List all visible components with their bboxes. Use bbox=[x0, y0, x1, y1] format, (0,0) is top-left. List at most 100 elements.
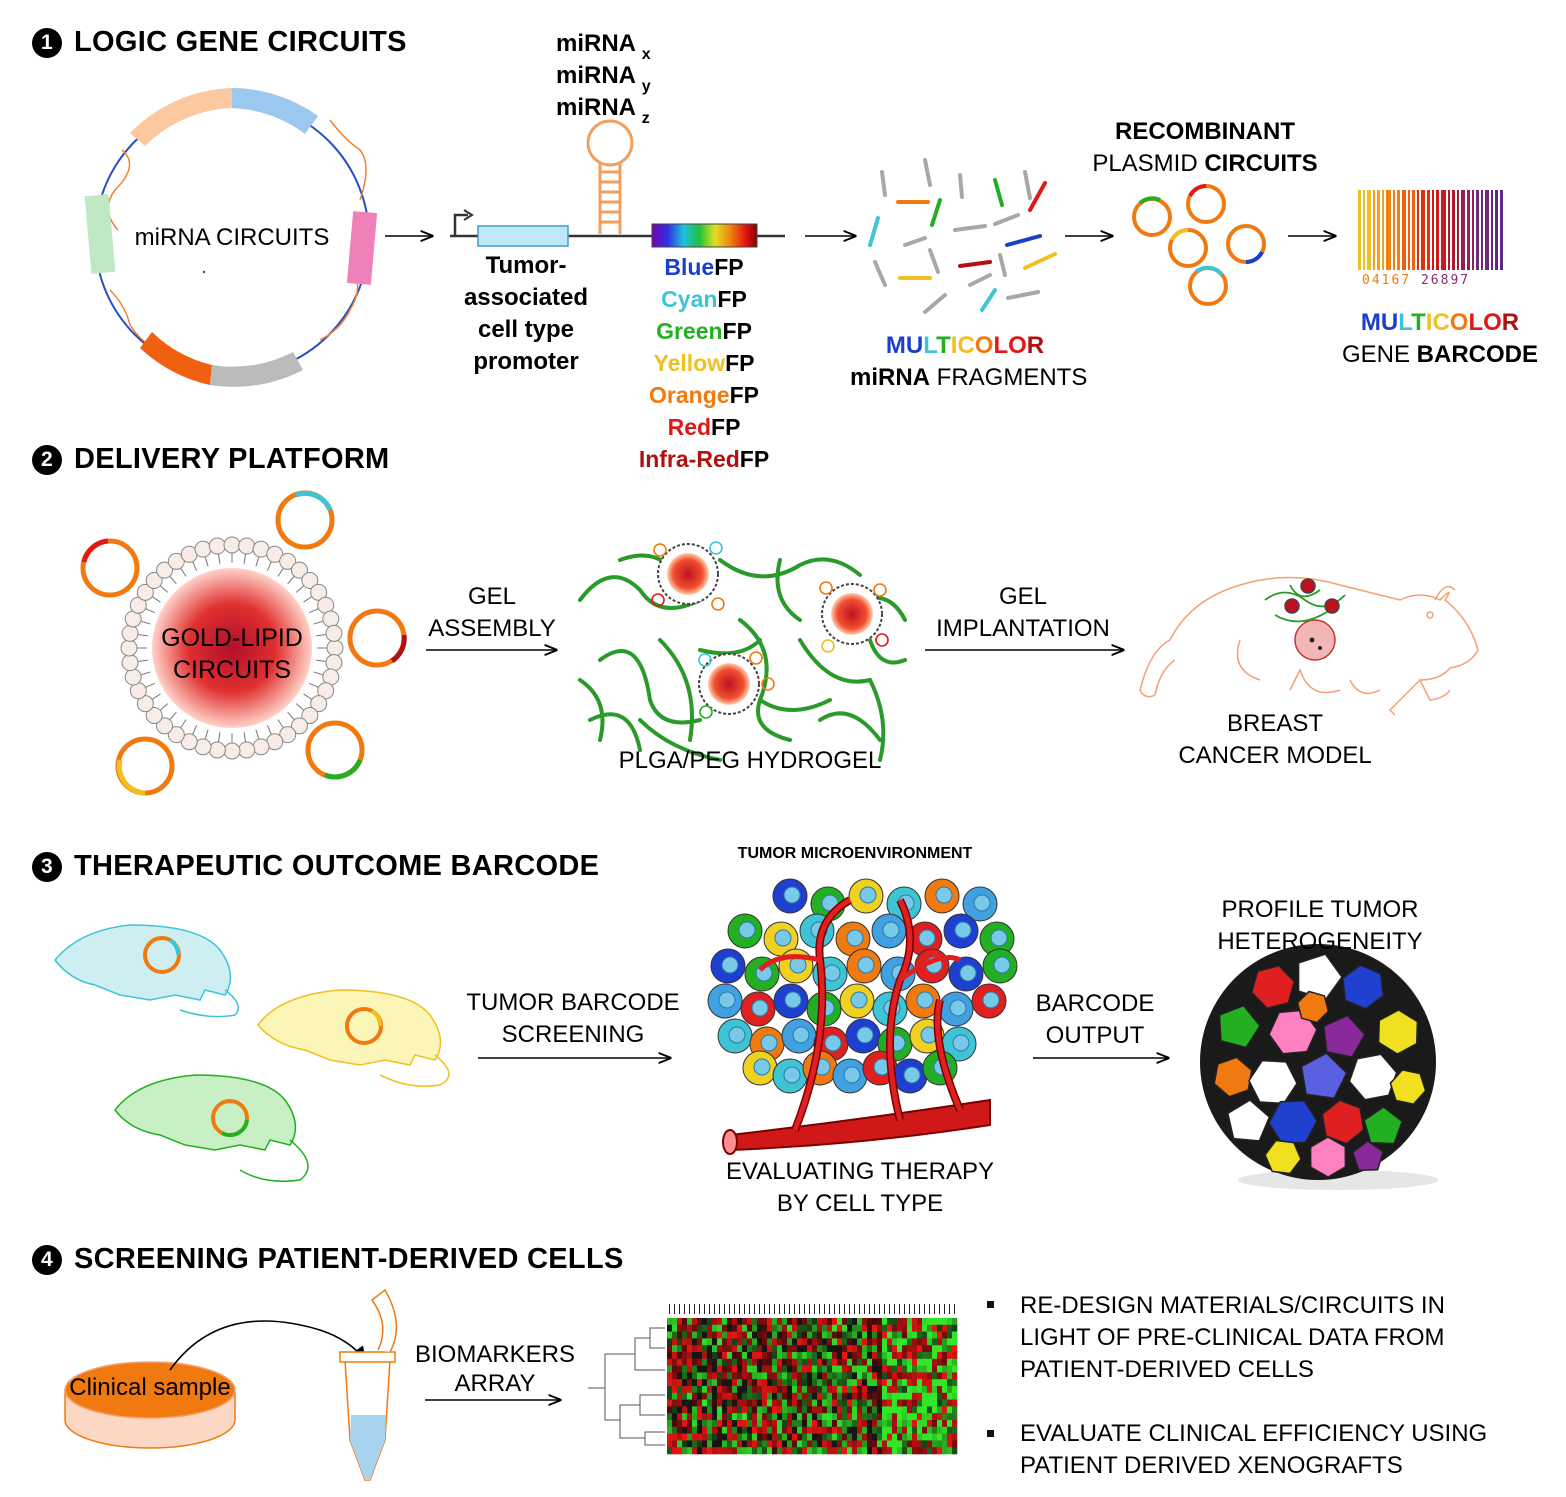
heatmap-cell bbox=[737, 1324, 743, 1332]
heatmap-cell bbox=[847, 1352, 853, 1360]
heatmap-cell bbox=[882, 1379, 888, 1387]
heatmap-cell bbox=[897, 1447, 903, 1455]
cancer-model-label: BREAST CANCER MODEL bbox=[1160, 708, 1390, 772]
heatmap-cell bbox=[857, 1386, 863, 1394]
heatmap-cell bbox=[822, 1420, 828, 1428]
heatmap-cell bbox=[847, 1324, 853, 1332]
heatmap-cell bbox=[707, 1331, 713, 1339]
heatmap-cell bbox=[877, 1365, 883, 1373]
heatmap-cell bbox=[722, 1324, 728, 1332]
heatmap-cell bbox=[732, 1420, 738, 1428]
heatmap-cell bbox=[897, 1420, 903, 1428]
heatmap-cell bbox=[917, 1426, 923, 1434]
heatmap-cell bbox=[882, 1399, 888, 1407]
heatmap-cell bbox=[752, 1372, 758, 1380]
heatmap-cell bbox=[847, 1413, 853, 1421]
bullet-marker-2 bbox=[987, 1430, 994, 1437]
heatmap-cell bbox=[747, 1386, 753, 1394]
heatmap-cell bbox=[697, 1447, 703, 1455]
lipid-head bbox=[223, 742, 241, 760]
heatmap-cell bbox=[687, 1386, 693, 1394]
heatmap-cell bbox=[697, 1365, 703, 1373]
heatmap-cell bbox=[722, 1365, 728, 1373]
heatmap-cell bbox=[832, 1345, 838, 1353]
heatmap-cell bbox=[677, 1433, 683, 1441]
heatmap-cell bbox=[772, 1386, 778, 1394]
multicolor-letter: I bbox=[950, 332, 958, 359]
heatmap-cell bbox=[707, 1433, 713, 1441]
heatmap-cell bbox=[687, 1338, 693, 1346]
barcode-digits-left: 04167 bbox=[1362, 273, 1412, 288]
heatmap-cell bbox=[907, 1331, 913, 1339]
heatmap-cell bbox=[872, 1345, 878, 1353]
barcode-bar bbox=[1421, 190, 1425, 270]
heatmap-cell bbox=[677, 1318, 683, 1326]
heatmap-cell bbox=[937, 1365, 943, 1373]
cell-nucleus bbox=[718, 991, 736, 1009]
heatmap-cell bbox=[792, 1358, 798, 1366]
heatmap-cell bbox=[802, 1406, 808, 1414]
heatmap-cell bbox=[862, 1433, 868, 1441]
heatmap-cell bbox=[697, 1399, 703, 1407]
heatmap-cell bbox=[797, 1386, 803, 1394]
heatmap-cell bbox=[722, 1358, 728, 1366]
heatmap-cell bbox=[837, 1318, 843, 1326]
heatmap-cell bbox=[842, 1352, 848, 1360]
heatmap-cell bbox=[922, 1338, 928, 1346]
heatmap-cell bbox=[752, 1440, 758, 1448]
barcode-bar bbox=[1436, 190, 1439, 270]
heatmap-cell bbox=[832, 1358, 838, 1366]
heatmap-cell bbox=[907, 1345, 913, 1353]
heatmap-cell bbox=[822, 1406, 828, 1414]
heatmap-cell bbox=[892, 1413, 898, 1421]
heatmap-cell bbox=[797, 1420, 803, 1428]
profile-line-2: HETEROGENEITY bbox=[1217, 928, 1423, 955]
heatmap-cell bbox=[742, 1324, 748, 1332]
heatmap-cell bbox=[842, 1324, 848, 1332]
heatmap-cell bbox=[912, 1345, 918, 1353]
heatmap-cell bbox=[667, 1399, 673, 1407]
heatmap-cell bbox=[717, 1426, 723, 1434]
heatmap-cell bbox=[927, 1331, 933, 1339]
heatmap-cell bbox=[747, 1379, 753, 1387]
heatmap-cell bbox=[727, 1365, 733, 1373]
heatmap-cell bbox=[752, 1426, 758, 1434]
evaluating-line-1: EVALUATING THERAPY bbox=[725, 1158, 995, 1185]
heatmap-cell bbox=[937, 1433, 943, 1441]
heatmap-cell bbox=[802, 1345, 808, 1353]
heatmap-cell bbox=[817, 1392, 823, 1400]
heatmap-cell bbox=[727, 1440, 733, 1448]
heatmap-cell bbox=[812, 1447, 818, 1455]
heatmap-cell bbox=[862, 1426, 868, 1434]
heatmap-cell bbox=[762, 1379, 768, 1387]
heatmap-cell bbox=[867, 1372, 873, 1380]
heatmap-cell bbox=[692, 1433, 698, 1441]
heatmap-cell bbox=[817, 1358, 823, 1366]
barcode-bar bbox=[1495, 190, 1498, 270]
heatmap-cell bbox=[892, 1399, 898, 1407]
cell-nucleus bbox=[857, 956, 875, 974]
bullet-1-line-3: PATIENT-DERIVED CELLS bbox=[1020, 1356, 1314, 1383]
heatmap-cell bbox=[782, 1426, 788, 1434]
heatmap-cell bbox=[937, 1345, 943, 1353]
heatmap-cell bbox=[797, 1413, 803, 1421]
heatmap-cell bbox=[847, 1358, 853, 1366]
heatmap-cell bbox=[907, 1392, 913, 1400]
heatmap-cell bbox=[687, 1324, 693, 1332]
heatmap-cell bbox=[817, 1433, 823, 1441]
heatmap-cell bbox=[922, 1379, 928, 1387]
heatmap-cell bbox=[787, 1447, 793, 1455]
heatmap-cell bbox=[762, 1365, 768, 1373]
heatmap-cell bbox=[922, 1324, 928, 1332]
heatmap-cell bbox=[757, 1413, 763, 1421]
heatmap-cell bbox=[937, 1420, 943, 1428]
heatmap-cell bbox=[832, 1399, 838, 1407]
heatmap-cell bbox=[882, 1365, 888, 1373]
heatmap-cell bbox=[847, 1447, 853, 1455]
heatmap-cell bbox=[672, 1433, 678, 1441]
heatmap-cell bbox=[742, 1392, 748, 1400]
heatmap-cell bbox=[737, 1372, 743, 1380]
heatmap-cell bbox=[772, 1324, 778, 1332]
heatmap-cell bbox=[812, 1324, 818, 1332]
promoter-line-1: Tumor- bbox=[485, 252, 567, 279]
